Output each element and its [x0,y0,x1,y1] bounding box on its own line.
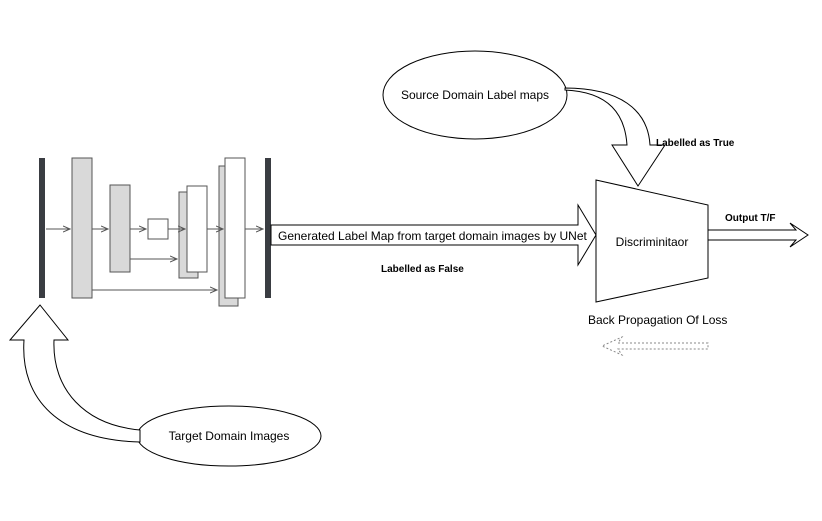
generated-label-map-arrow [270,203,597,267]
unet-encoder-block-2 [109,184,131,273]
unet-bottleneck-block [147,218,169,240]
source-to-discriminator-arrow [564,87,666,187]
output-label: Output T/F [725,213,776,224]
source-domain-label: Source Domain Label maps [401,88,549,102]
source-domain-ellipse [382,50,568,140]
unet-output-bar [265,158,271,298]
unet-decoder-block-1-front [186,185,208,273]
discriminator-label: Discriminitaor [616,235,689,249]
back-propagation-arrow [600,335,709,357]
labelled-false-label: Labelled as False [381,264,464,275]
output-arrow [707,222,809,248]
unet-input-bar [39,158,45,298]
discriminator-shape [595,179,709,303]
generated-label-map-label: Generated Label Map from target domain i… [278,229,587,243]
target-domain-label: Target Domain Images [169,429,290,443]
unet-decoder-block-2-front [224,157,246,299]
unet-encoder-block-1 [71,157,93,299]
back-propagation-label: Back Propagation Of Loss [588,313,727,327]
target-to-unet-arrow [8,304,141,443]
unet-block [39,157,271,307]
labelled-true-label: Labelled as True [656,138,735,149]
